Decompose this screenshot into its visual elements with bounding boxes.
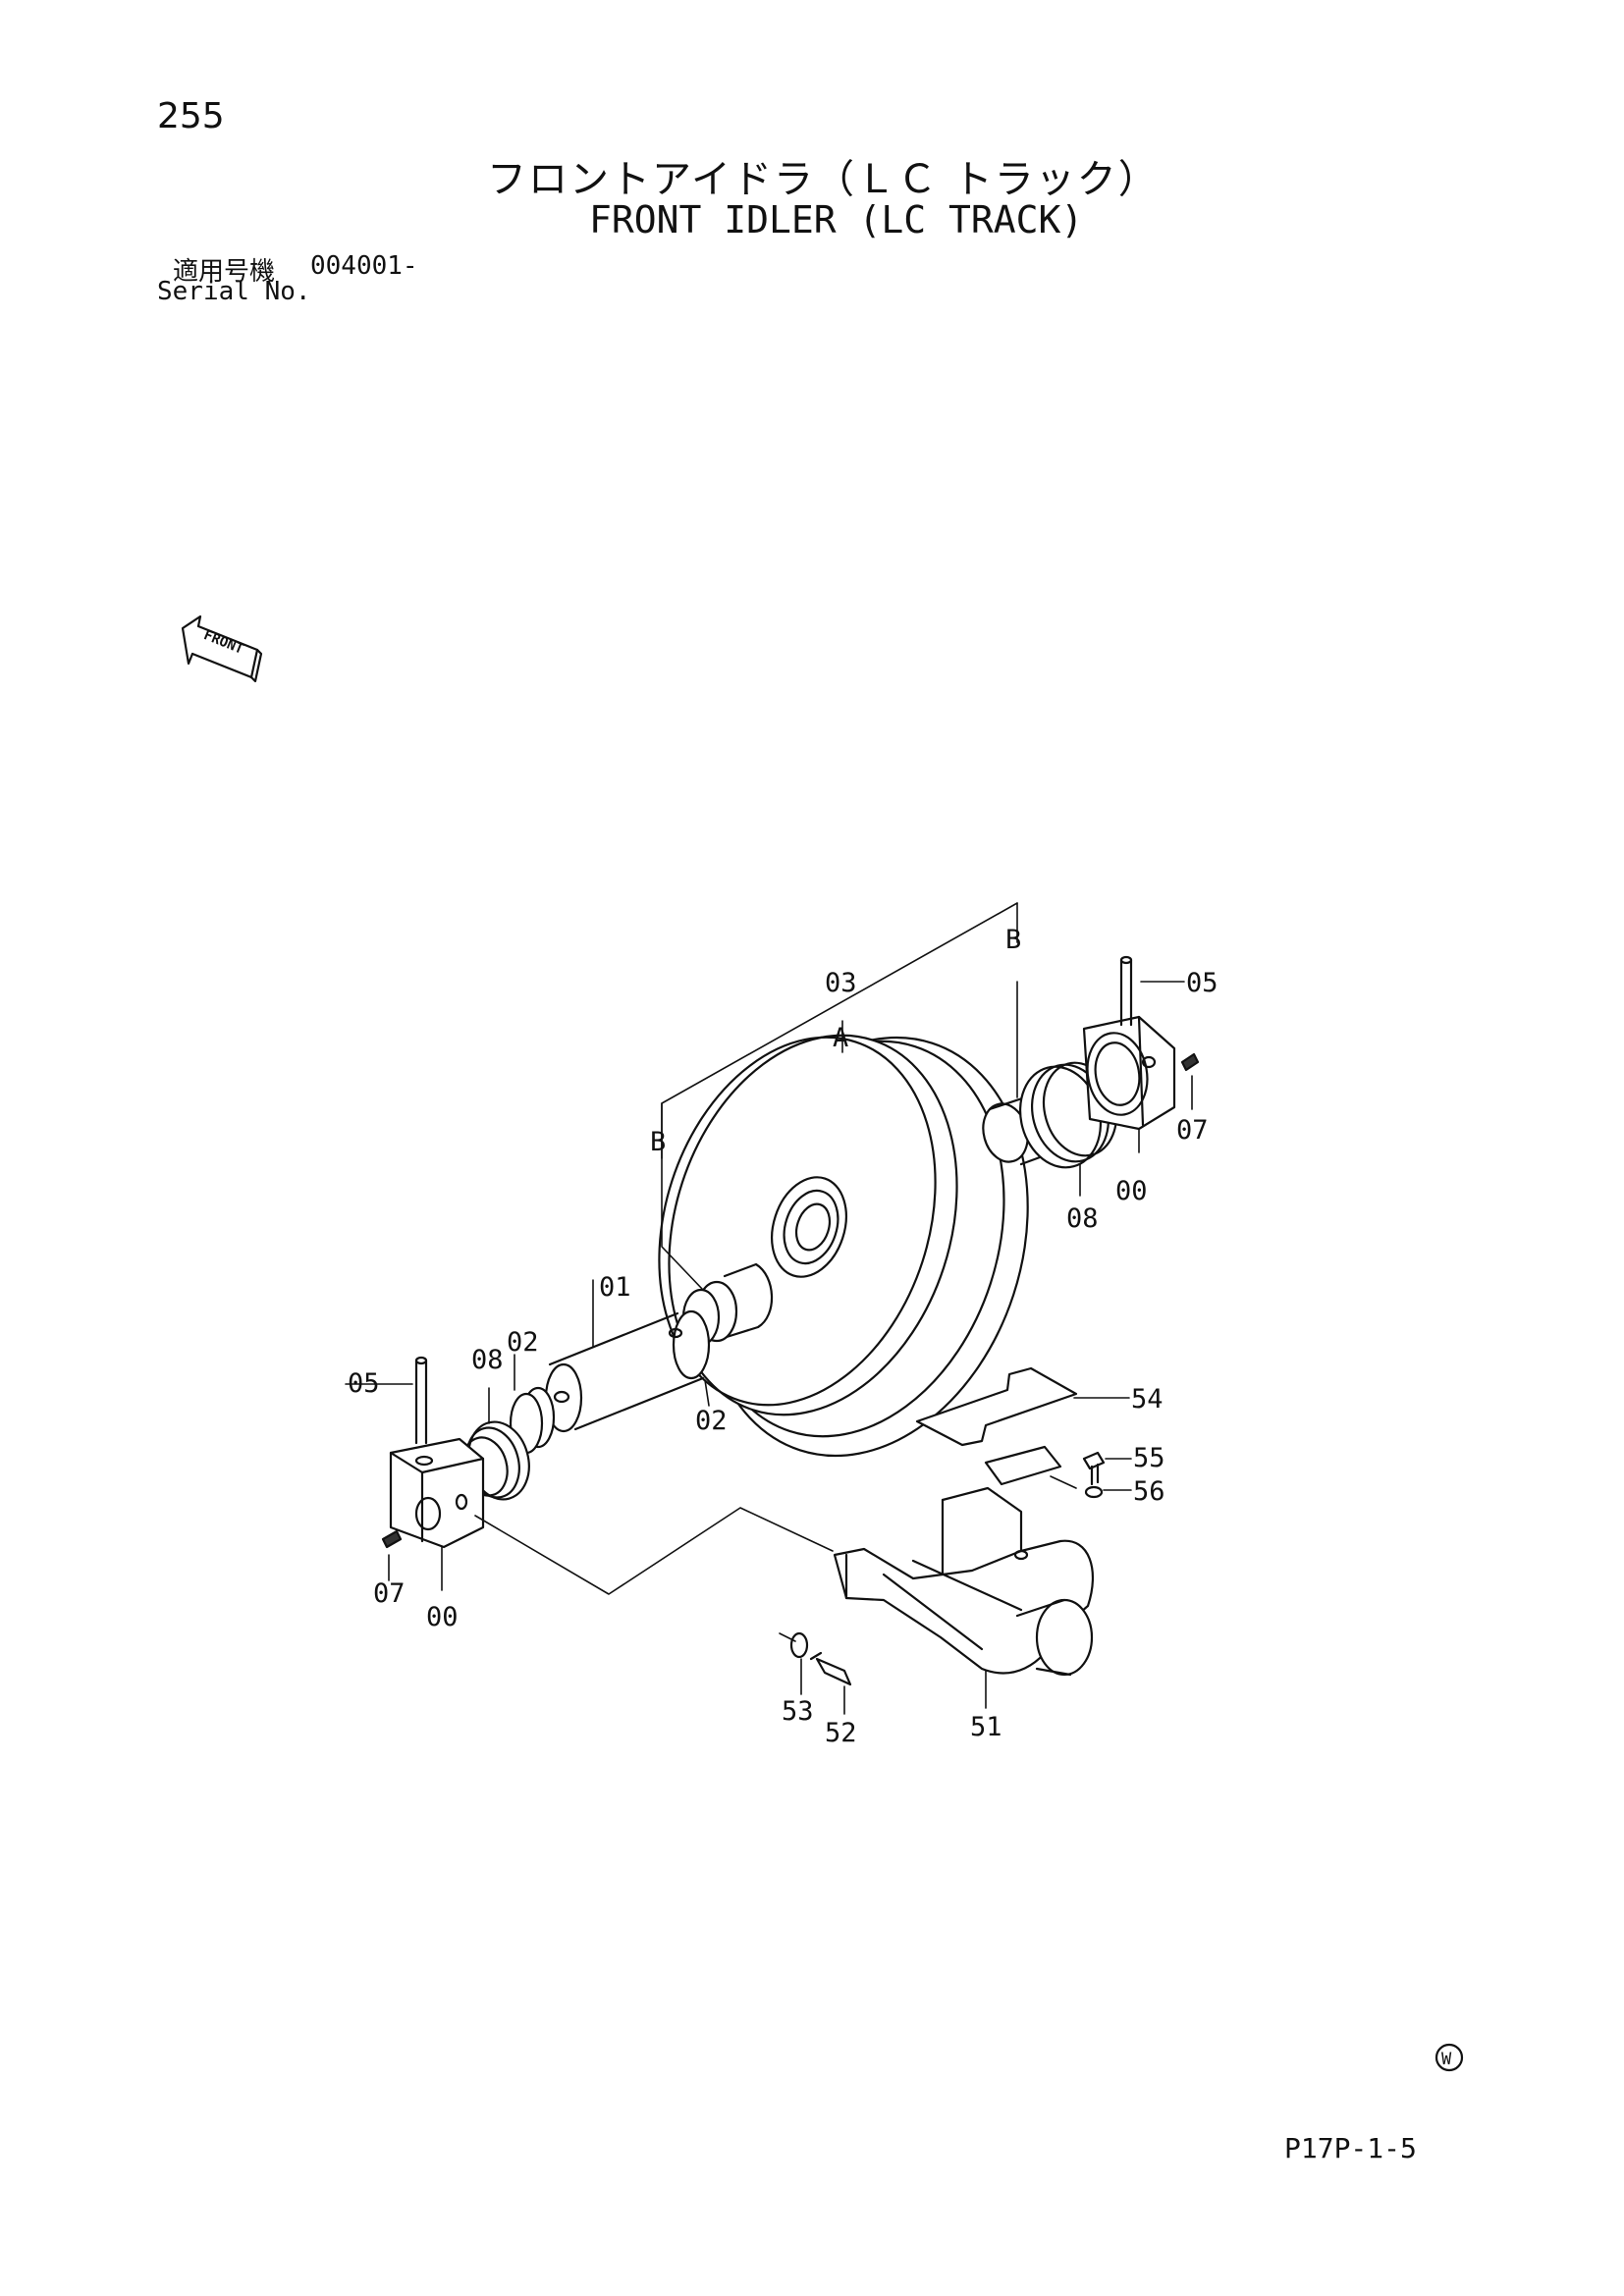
set-screw-left (381, 1529, 403, 1549)
figure-code: P17P-1-5 (1284, 2132, 1417, 2164)
spring-pin-left (414, 1356, 428, 1445)
front-arrow-icon (181, 614, 263, 683)
washer-56 (1084, 1485, 1104, 1499)
idler-shaft (544, 1309, 711, 1433)
bearing-block-left (389, 1437, 485, 1549)
washer-53 (789, 1631, 809, 1659)
serial-label-japanese: 適用号機 (173, 257, 276, 287)
callout-55: 55 (1133, 1443, 1165, 1473)
leader-lines (345, 902, 1193, 1715)
serial-number-value: 004001- (310, 251, 418, 281)
bolt-55 (1082, 1451, 1106, 1486)
callout-51: 51 (970, 1712, 1002, 1742)
callout-03: 03 (825, 968, 857, 998)
callout-08-left: 08 (471, 1345, 504, 1375)
o-ring-left (509, 1386, 556, 1455)
page-number: 255 (157, 96, 225, 136)
title-english: FRONT IDLER (LC TRACK) (589, 198, 1084, 241)
callout-00-right: 00 (1115, 1176, 1148, 1206)
callout-02-left: 02 (507, 1327, 539, 1358)
idler-wheel (658, 1034, 1029, 1458)
callout-08-right: 08 (1066, 1203, 1099, 1234)
callout-b-right: B (1005, 925, 1021, 955)
callout-07-left: 07 (373, 1578, 406, 1609)
watermark-w-icon (1435, 2043, 1464, 2072)
idler-bracket (833, 1486, 1095, 1677)
floating-seal-right (982, 1061, 1118, 1169)
callout-54: 54 (1131, 1384, 1164, 1415)
callout-05-right: 05 (1186, 968, 1218, 998)
spring-pin-right (1119, 955, 1133, 1027)
callout-00-left: 00 (426, 1602, 459, 1632)
callout-52: 52 (825, 1718, 857, 1748)
callout-02-mid: 02 (695, 1406, 728, 1436)
set-screw-right (1180, 1052, 1200, 1072)
callout-a: A (833, 1023, 848, 1053)
callout-b-left: B (650, 1127, 666, 1157)
callout-53: 53 (782, 1696, 814, 1727)
watermark-letter: W (1441, 2050, 1452, 2069)
title-japanese: フロントアイドラ（ＬＣ トラック） (487, 157, 1160, 202)
callout-01: 01 (599, 1272, 631, 1303)
callout-07-right: 07 (1176, 1115, 1209, 1146)
bolt-52 (809, 1651, 852, 1686)
callout-56: 56 (1133, 1476, 1165, 1507)
serial-label-english: Serial No. (157, 277, 311, 306)
bearing-block-right (1082, 1015, 1176, 1131)
cover-plate (915, 1366, 1078, 1486)
callout-05-left: 05 (348, 1368, 380, 1399)
